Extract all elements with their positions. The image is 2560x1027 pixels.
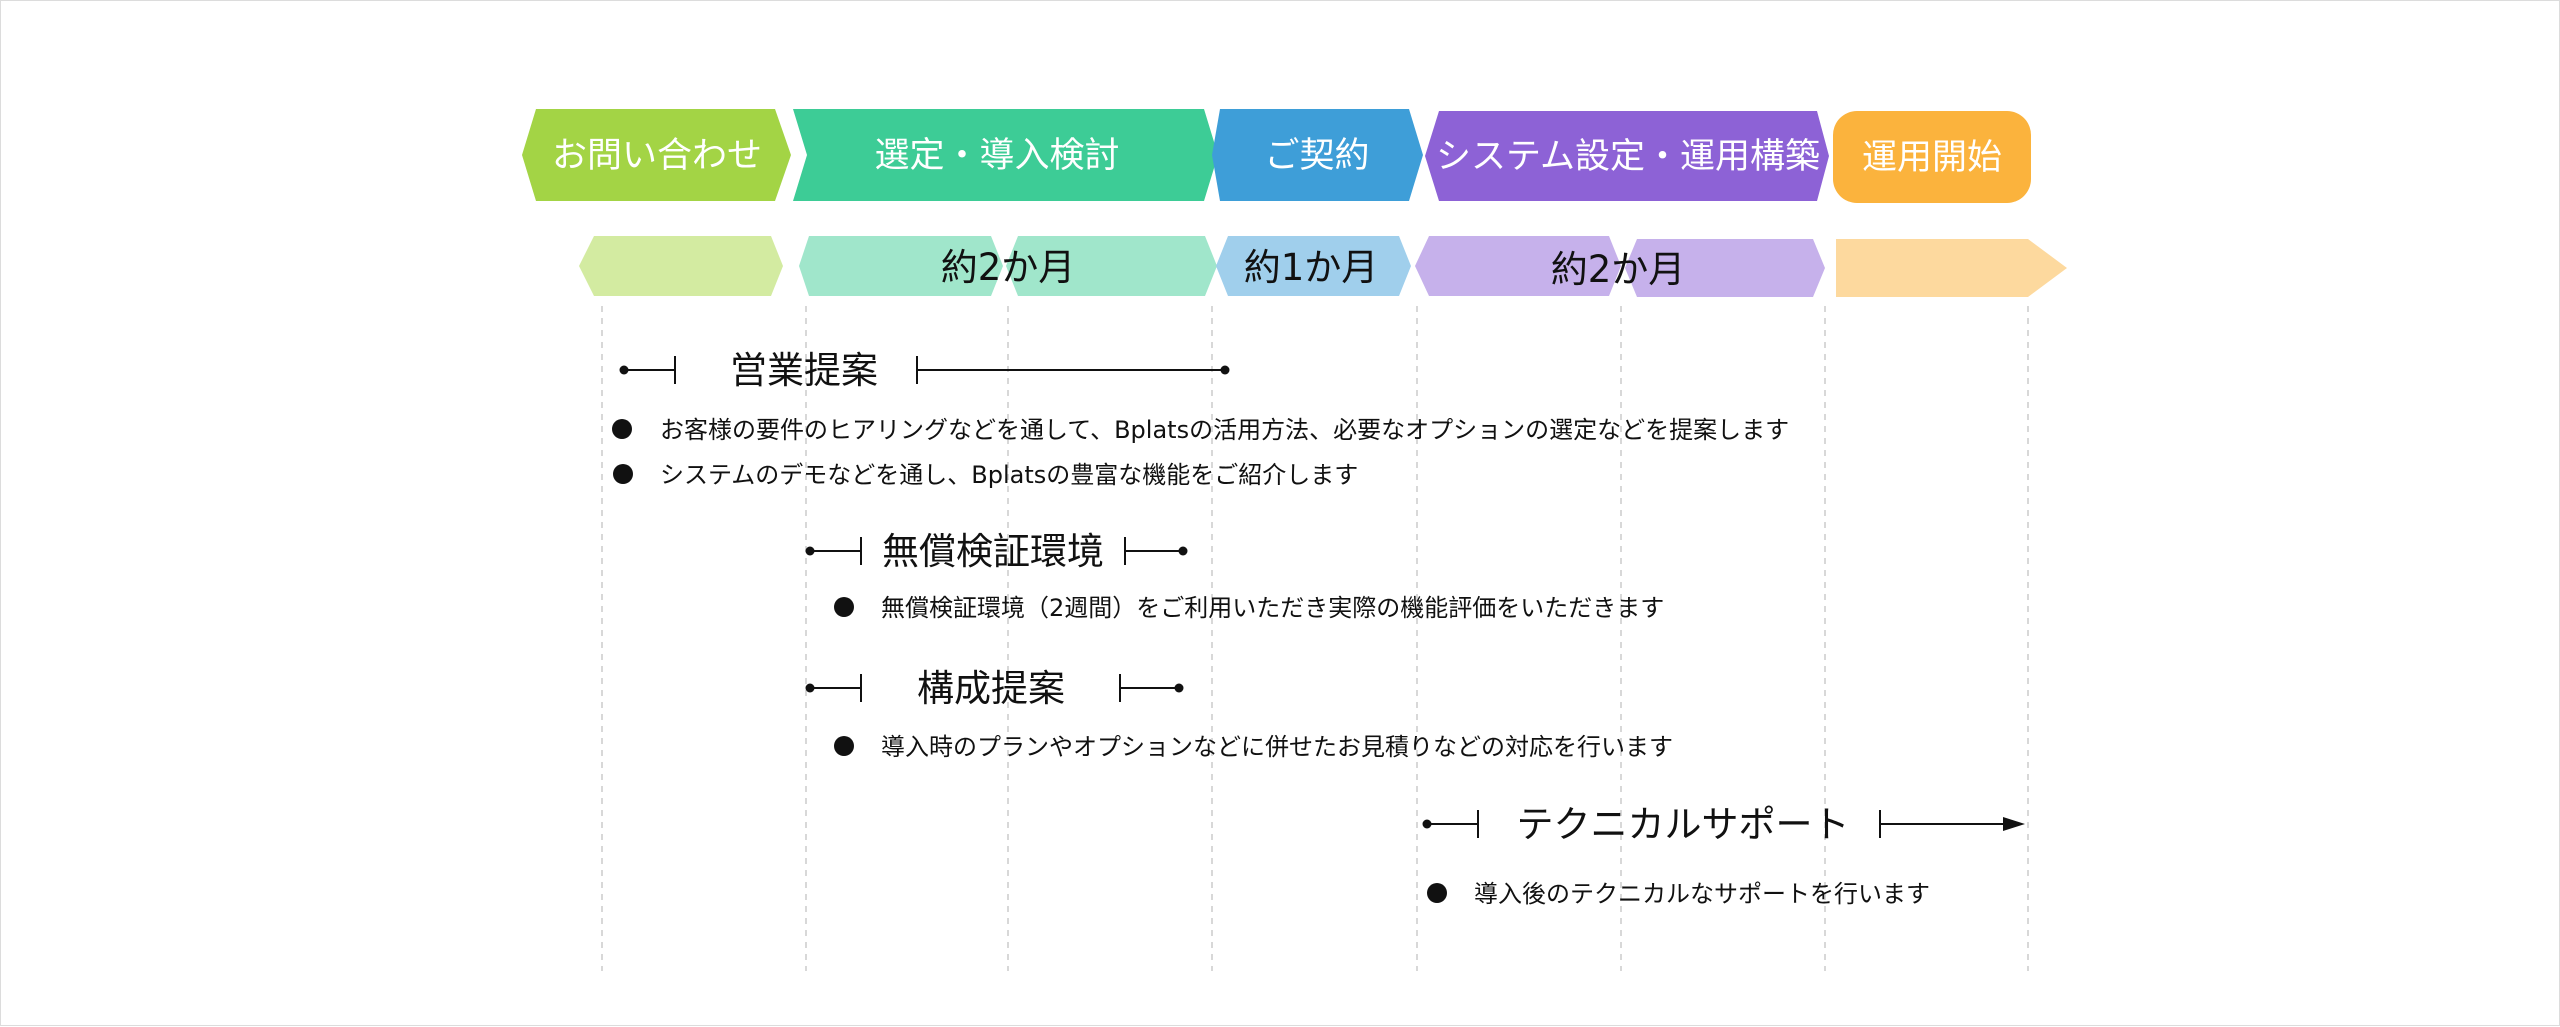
duration-selection-shape-2 xyxy=(1006,236,1217,296)
timeline-start-dot xyxy=(805,546,815,556)
duration-row: 約2か月 約1か月 約2か月 xyxy=(579,236,2067,297)
stage-contract-label: ご契約 xyxy=(1264,136,1369,176)
stage-inquiry-label: お問い合わせ xyxy=(552,136,762,176)
duration-contract-label: 約1か月 xyxy=(1244,246,1379,289)
timeline-end-dot xyxy=(1178,546,1188,556)
section-sales-bullet-1: お客様の要件のヒアリングなどを通して、Bplatsの活用方法、必要なオプションの… xyxy=(660,416,1789,444)
bullet-dot xyxy=(612,419,632,439)
guide-lines xyxy=(601,306,2029,971)
section-support-bullet-1: 導入後のテクニカルなサポートを行います xyxy=(1474,880,1930,908)
section-config-bullet-1: 導入時のプランやオプションなどに併せたお見積りなどの対応を行います xyxy=(881,733,1673,761)
bullet-dot xyxy=(613,464,633,484)
timeline-bracket xyxy=(810,537,1183,565)
bullet-dot xyxy=(834,597,854,617)
stage-setup-label: システム設定・運用構築 xyxy=(1436,137,1820,177)
section-trial-bullet-1: 無償検証環境（2週間）をご利用いただき実際の機能評価をいただきます xyxy=(881,594,1664,622)
section-support-title: テクニカルサポート xyxy=(1517,803,1850,846)
timeline-start-dot xyxy=(619,365,629,375)
timeline-start-dot xyxy=(805,683,815,693)
duration-operation-shape xyxy=(1836,239,2067,297)
section-trial: 無償検証環境 無償検証環境（2週間）をご利用いただき実際の機能評価をいただきます xyxy=(805,530,1664,622)
duration-setup-shape-1 xyxy=(1415,236,1621,296)
timeline-end-dot xyxy=(1174,683,1184,693)
stage-selection-shape xyxy=(793,109,1218,201)
timeline-start-dot xyxy=(1422,819,1432,829)
stage-operation-label: 運用開始 xyxy=(1862,138,2002,178)
timeline-end-dot xyxy=(1220,365,1230,375)
duration-contract-shape xyxy=(1216,236,1411,296)
section-sales: 営業提案 お客様の要件のヒアリングなどを通して、Bplatsの活用方法、必要なオ… xyxy=(612,349,1789,489)
bullet-dot xyxy=(834,736,854,756)
timeline-bracket xyxy=(1427,810,2005,838)
bullet-dot xyxy=(1427,883,1447,903)
duration-selection-label: 約2か月 xyxy=(941,246,1076,289)
timeline-bracket xyxy=(810,674,1179,702)
duration-inquiry-shape xyxy=(579,236,783,296)
stage-operation-shape xyxy=(1833,111,2031,203)
duration-setup-label: 約2か月 xyxy=(1551,248,1686,291)
section-sales-bullet-2: システムのデモなどを通し、Bplatsの豊富な機能をご紹介します xyxy=(660,461,1358,489)
stage-inquiry-shape xyxy=(522,109,791,201)
stage-contract-shape xyxy=(1212,109,1423,201)
section-sales-title: 営業提案 xyxy=(730,349,878,392)
stage-row: お問い合わせ 選定・導入検討 ご契約 システム設定・運用構築 運用開始 xyxy=(522,109,2031,203)
timeline-arrowhead xyxy=(2003,817,2025,831)
stage-selection-label: 選定・導入検討 xyxy=(874,136,1119,176)
section-support: テクニカルサポート 導入後のテクニカルなサポートを行います xyxy=(1422,803,2025,908)
duration-selection-shape-1 xyxy=(799,236,1003,296)
section-trial-title: 無償検証環境 xyxy=(882,530,1104,573)
section-config: 構成提案 導入時のプランやオプションなどに併せたお見積りなどの対応を行います xyxy=(805,667,1673,761)
stage-setup-shape xyxy=(1425,111,1829,201)
duration-setup-shape-2 xyxy=(1625,239,1825,297)
section-config-title: 構成提案 xyxy=(917,667,1065,710)
timeline-bracket xyxy=(624,356,1225,384)
